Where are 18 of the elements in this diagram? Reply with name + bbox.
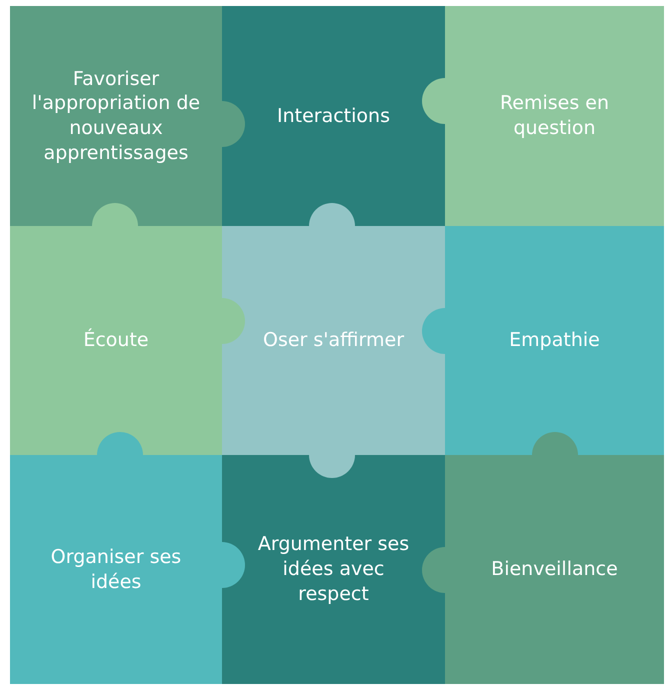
puzzle-piece [445, 6, 664, 226]
puzzle-piece [10, 455, 222, 684]
puzzle-piece [10, 6, 222, 226]
piece-label: Écoute [83, 328, 149, 353]
piece-label: Bienveillance [491, 557, 618, 582]
piece-label: Oser s'affirmer [262, 328, 404, 353]
puzzle-piece [222, 226, 445, 455]
piece-label: Argumenter ses idées avec respect [256, 532, 410, 607]
puzzle-piece [445, 226, 664, 455]
piece-label: Organiser ses idées [50, 544, 182, 594]
piece-label: Empathie [509, 328, 600, 353]
puzzle-piece [222, 6, 445, 226]
puzzle-piece [222, 455, 445, 684]
piece-label: Favoriser l'appropriation de nouveaux apprentissages [31, 66, 201, 166]
puzzle-piece [445, 455, 664, 684]
piece-label: Remises en question [498, 91, 610, 141]
puzzle-piece [10, 226, 222, 455]
piece-label: Interactions [277, 104, 390, 128]
